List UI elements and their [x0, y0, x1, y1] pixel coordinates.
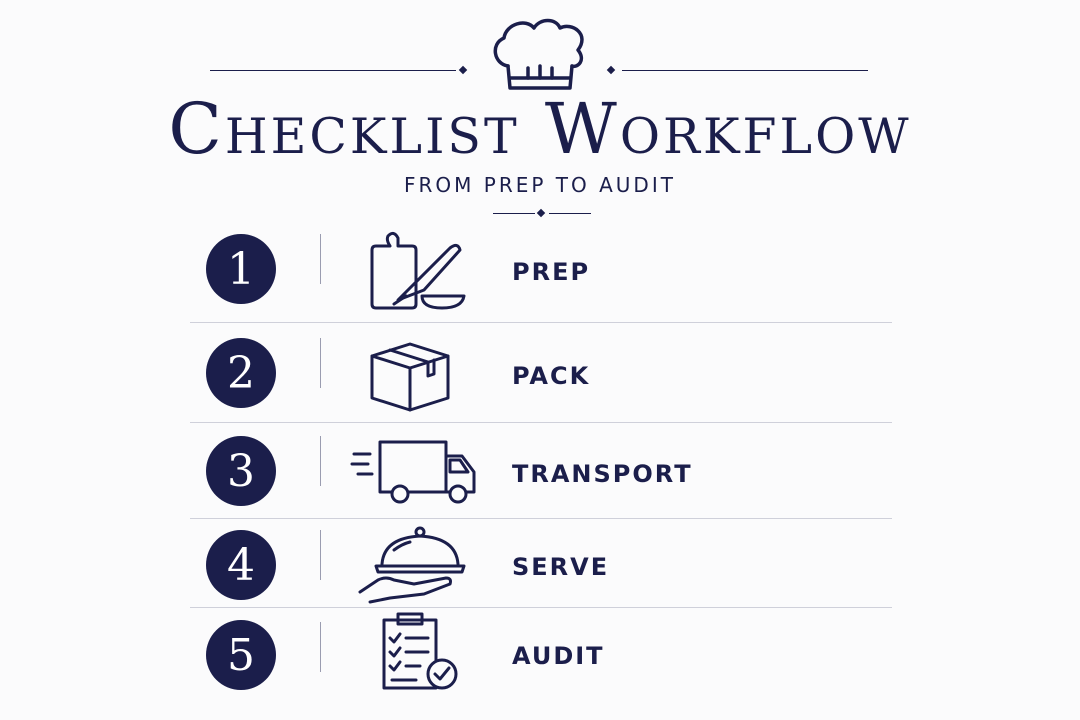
subtitle-rule-left: [493, 213, 535, 214]
step-label: AUDIT: [512, 642, 605, 670]
cutting-board-knife-icon: [350, 226, 480, 316]
step-number-badge: 5: [206, 620, 276, 690]
step-separator: [320, 622, 321, 672]
row-divider: [190, 322, 892, 323]
row-divider: [190, 518, 892, 519]
clipboard-check-icon: [350, 610, 480, 700]
step-transport: 3 TRANSPORT: [190, 428, 892, 518]
page-title: Checklist Workflow: [168, 88, 912, 170]
step-number-badge: 4: [206, 530, 276, 600]
step-label: PACK: [512, 362, 591, 390]
row-divider: [190, 607, 892, 608]
step-serve: 4 SERVE: [190, 524, 892, 608]
step-separator: [320, 436, 321, 486]
subtitle-rule-right: [549, 213, 591, 214]
serving-cloche-icon: [350, 520, 480, 610]
step-prep: 1 PREP: [190, 226, 892, 320]
step-separator: [320, 530, 321, 580]
step-number-badge: 3: [206, 436, 276, 506]
page-subtitle: FROM PREP TO AUDIT: [404, 173, 676, 197]
header-rule-right: [622, 70, 868, 71]
step-pack: 2 PACK: [190, 330, 892, 420]
box-icon: [350, 330, 480, 420]
step-audit: 5 AUDIT: [190, 612, 892, 704]
step-label: TRANSPORT: [512, 460, 693, 488]
step-separator: [320, 338, 321, 388]
row-divider: [190, 422, 892, 423]
chef-hat-icon: [486, 16, 594, 94]
step-separator: [320, 234, 321, 284]
step-number-badge: 1: [206, 234, 276, 304]
step-label: SERVE: [512, 553, 610, 581]
step-number-badge: 2: [206, 338, 276, 408]
header-rule-left: [210, 70, 456, 71]
delivery-truck-icon: [350, 428, 480, 518]
step-label: PREP: [512, 258, 591, 286]
